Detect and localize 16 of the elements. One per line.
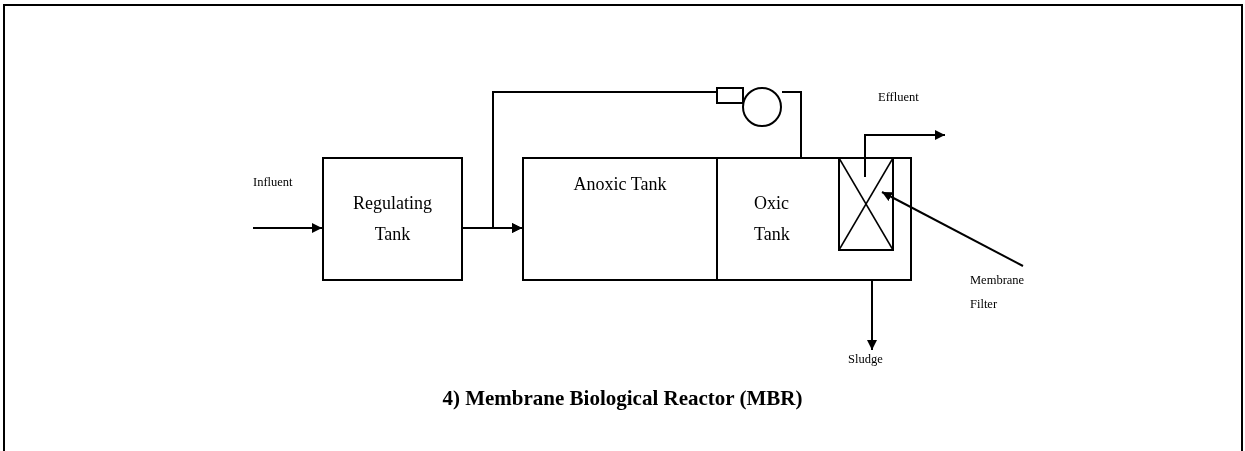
- flow-label: Effluent: [878, 89, 920, 106]
- pipe-arrow: [252, 223, 323, 233]
- tank-box: [716, 157, 912, 281]
- tank-label: Regulating Tank: [352, 192, 433, 246]
- flow-label: Sludge: [848, 351, 884, 368]
- pipe-arrow: [867, 280, 877, 351]
- component-label: Membrane Filter: [970, 272, 1026, 313]
- tank-box: [322, 157, 463, 281]
- pipe-arrow: [864, 130, 946, 178]
- leader-line: [881, 191, 1024, 267]
- tank-box: [522, 157, 718, 281]
- pipe-arrow: [492, 91, 717, 233]
- caption: 4) Membrane Biological Reactor (MBR): [441, 386, 804, 411]
- tank-label: Anoxic Tank: [572, 173, 668, 196]
- flow-label: Influent: [253, 174, 293, 191]
- tank-label: Oxic Tank: [754, 192, 791, 246]
